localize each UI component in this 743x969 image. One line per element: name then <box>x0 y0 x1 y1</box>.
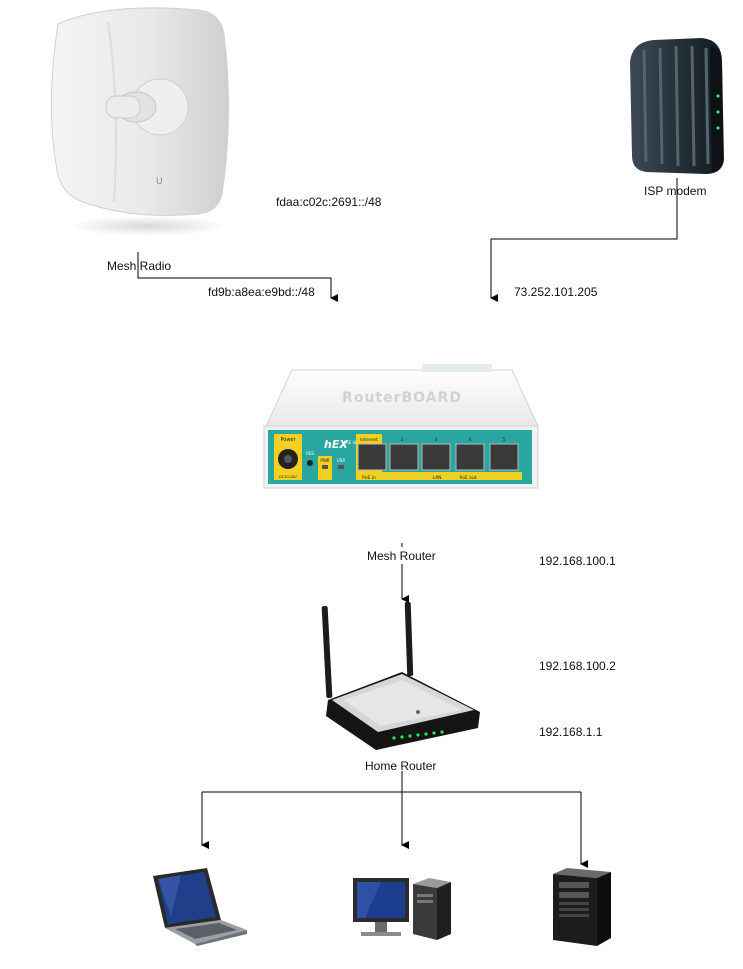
svg-text:4: 4 <box>469 437 472 443</box>
isp-modem-label: ISP modem <box>644 184 707 198</box>
mesh-radio-label: Mesh Radio <box>107 259 172 273</box>
isp-link <box>490 178 678 302</box>
mesh-router-prefix: fd9b:a8ea:e9bd::/48 <box>208 285 315 299</box>
svg-text:2: 2 <box>401 437 404 443</box>
server-icon <box>553 868 611 946</box>
mesh-radio-icon: U <box>50 7 230 236</box>
home-router-label: Home Router <box>365 759 437 773</box>
mesh-router-label: Mesh Router <box>367 549 436 563</box>
svg-text:5: 5 <box>503 437 506 443</box>
client-bus <box>202 771 581 793</box>
laptop-icon <box>153 868 247 946</box>
home-router-wan-ip: 192.168.100.2 <box>539 659 616 673</box>
svg-text:LAN: LAN <box>432 475 441 481</box>
svg-text:RES: RES <box>306 451 314 456</box>
home-router-icon <box>321 601 480 750</box>
svg-text:PoE in: PoE in <box>362 475 376 481</box>
isp-modem-icon <box>630 38 724 174</box>
mesh-router-icon: RouterBOARD Power DC10-28V RES PWR USR h… <box>263 364 539 489</box>
desktop-computer-icon <box>353 878 451 940</box>
mesh-radio-link <box>137 252 338 302</box>
mesh-radio-prefix: fdaa:c02c:2691::/48 <box>276 195 382 209</box>
svg-text:Power: Power <box>280 437 296 443</box>
svg-text:3: 3 <box>435 437 438 443</box>
router-brand-text: RouterBOARD <box>342 390 462 406</box>
mesh-router-lan-ip: 192.168.100.1 <box>539 554 616 568</box>
isp-public-ip: 73.252.101.205 <box>514 285 598 299</box>
svg-text:DC10-28V: DC10-28V <box>279 475 297 479</box>
svg-text:USR: USR <box>337 458 345 463</box>
home-router-lan-ip: 192.168.1.1 <box>539 725 603 739</box>
svg-text:Internet: Internet <box>360 437 378 443</box>
svg-text:PoE lite: PoE lite <box>344 440 359 445</box>
svg-text:hEX: hEX <box>324 438 348 451</box>
svg-text:PWR: PWR <box>320 458 329 463</box>
svg-text:U: U <box>156 177 163 187</box>
svg-text:PoE out: PoE out <box>460 475 477 481</box>
